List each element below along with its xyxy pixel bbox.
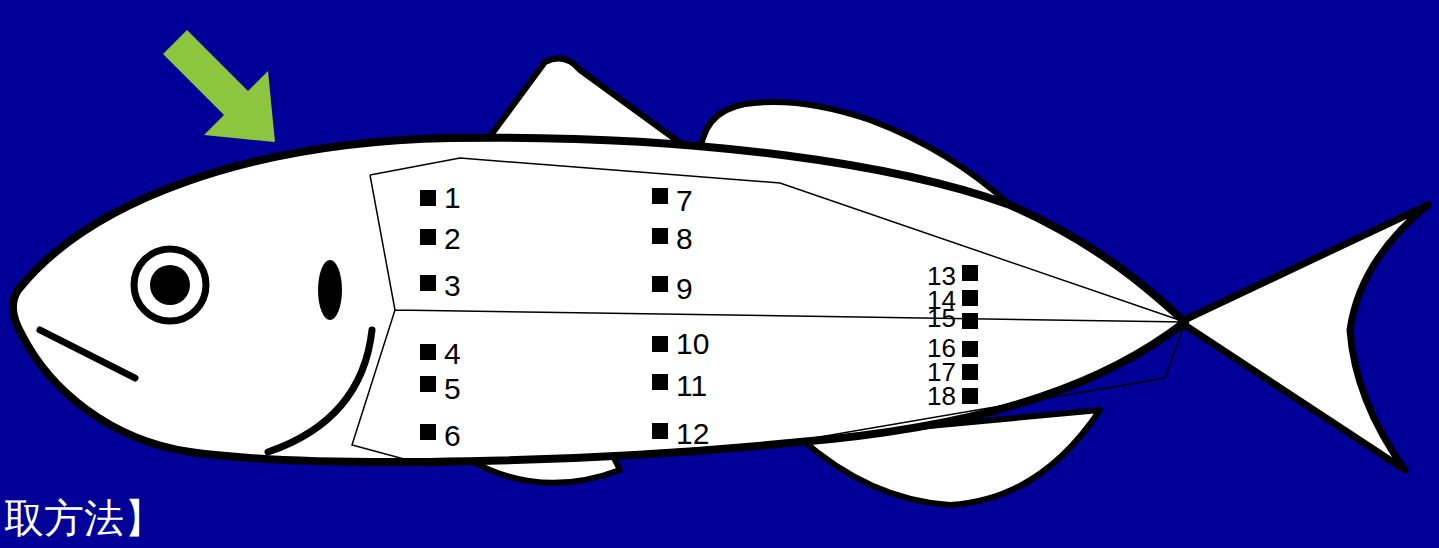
sample-markers bbox=[420, 188, 978, 440]
callout-number: 17 bbox=[927, 359, 956, 385]
callout-number: 5 bbox=[444, 374, 461, 404]
callout-number: 9 bbox=[676, 274, 693, 304]
callout-number: 16 bbox=[927, 335, 956, 361]
callout-number: 8 bbox=[676, 224, 693, 254]
callout-number: 1 bbox=[444, 183, 461, 213]
tail-fin bbox=[1180, 205, 1428, 470]
callout-number: 15 bbox=[927, 305, 956, 331]
pointer-arrow bbox=[163, 30, 275, 142]
callout-number: 3 bbox=[444, 271, 461, 301]
callout-number: 10 bbox=[676, 329, 709, 359]
mouth-line bbox=[40, 330, 135, 378]
pupil bbox=[150, 265, 190, 305]
callout-number: 4 bbox=[444, 339, 461, 369]
gill-slit bbox=[318, 260, 342, 320]
callout-number: 11 bbox=[676, 371, 707, 401]
gill-line bbox=[268, 330, 372, 452]
callout-number: 2 bbox=[444, 224, 461, 254]
fish-body bbox=[13, 138, 1185, 462]
callout-number: 18 bbox=[927, 383, 956, 409]
callout-number: 6 bbox=[444, 421, 461, 451]
callout-number: 12 bbox=[676, 419, 709, 449]
callout-number: 7 bbox=[676, 186, 693, 216]
section-heading: 取方法】 bbox=[4, 498, 164, 538]
fillet-outline bbox=[352, 158, 1185, 466]
eye bbox=[134, 249, 206, 321]
callout-number: 13 bbox=[927, 263, 956, 289]
